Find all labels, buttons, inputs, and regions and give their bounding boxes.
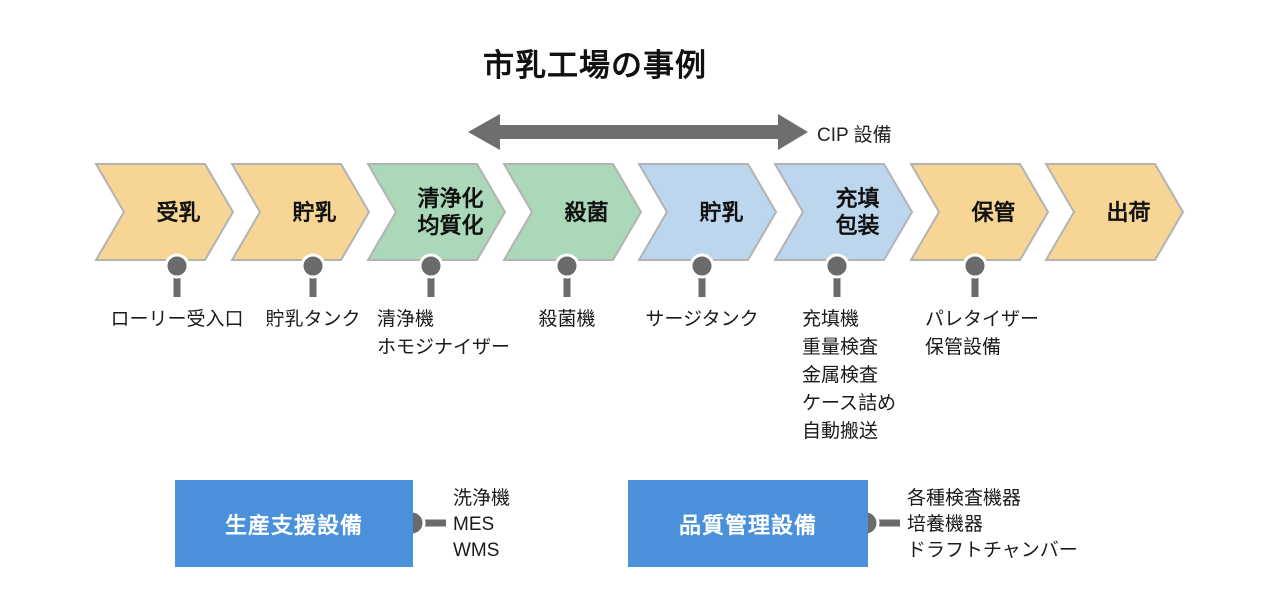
- pin-step-5: [689, 253, 715, 299]
- step-label-7: 保管: [971, 199, 1016, 225]
- pin-step-3: [418, 253, 444, 299]
- cip-double-arrow: [468, 114, 808, 150]
- step-label-1: 受乳: [156, 199, 201, 225]
- equipment-label-5: サージタンク: [645, 309, 759, 330]
- pin-step-1: [164, 253, 190, 299]
- page-title: 市乳工場の事例: [483, 48, 707, 83]
- chevron-step-6: [773, 163, 914, 261]
- chevron-step-7: [909, 163, 1050, 261]
- chevron-step-1: [94, 163, 235, 261]
- equipment-label-1: ローリー受入口: [110, 309, 244, 330]
- equipment-label-7: パレタイザー 保管設備: [925, 309, 1040, 358]
- cip-equipment-label: CIP 設備: [817, 125, 892, 146]
- step-label-6: 充填 包装: [835, 186, 880, 238]
- chevron-step-4: [502, 163, 643, 261]
- step-label-8: 出荷: [1106, 199, 1151, 225]
- chevron-step-3: [366, 163, 507, 261]
- pin-step-2: [300, 253, 326, 299]
- step-label-2: 貯乳: [292, 199, 337, 225]
- pin-step-6: [824, 253, 850, 299]
- equipment-label-6: 充填機 重量検査 金属検査 ケース詰め 自動搬送: [802, 309, 897, 442]
- support-items-production: 洗浄機 MES WMS: [453, 488, 511, 561]
- support-box-quality: 品質管理設備: [628, 480, 868, 567]
- step-label-5: 貯乳: [699, 199, 744, 225]
- step-label-3: 清浄化 均質化: [417, 186, 484, 238]
- chevron-step-5: [637, 163, 778, 261]
- support-box-production: 生産支援設備: [175, 480, 413, 567]
- equipment-label-4: 殺菌機: [538, 309, 596, 330]
- equipment-label-3: 清浄機 ホモジナイザー: [377, 309, 511, 358]
- pin-step-4: [554, 253, 580, 299]
- chevron-step-2: [230, 163, 371, 261]
- pin-step-7: [962, 253, 988, 299]
- chevron-step-8: [1044, 163, 1185, 261]
- support-items-quality: 各種検査機器 培養機器 ドラフトチャンバー: [907, 488, 1078, 561]
- support-box-production-label: 生産支援設備: [224, 512, 363, 538]
- support-box-quality-label: 品質管理設備: [678, 512, 817, 538]
- equipment-label-2: 貯乳タンク: [265, 309, 361, 330]
- step-label-4: 殺菌: [564, 199, 609, 225]
